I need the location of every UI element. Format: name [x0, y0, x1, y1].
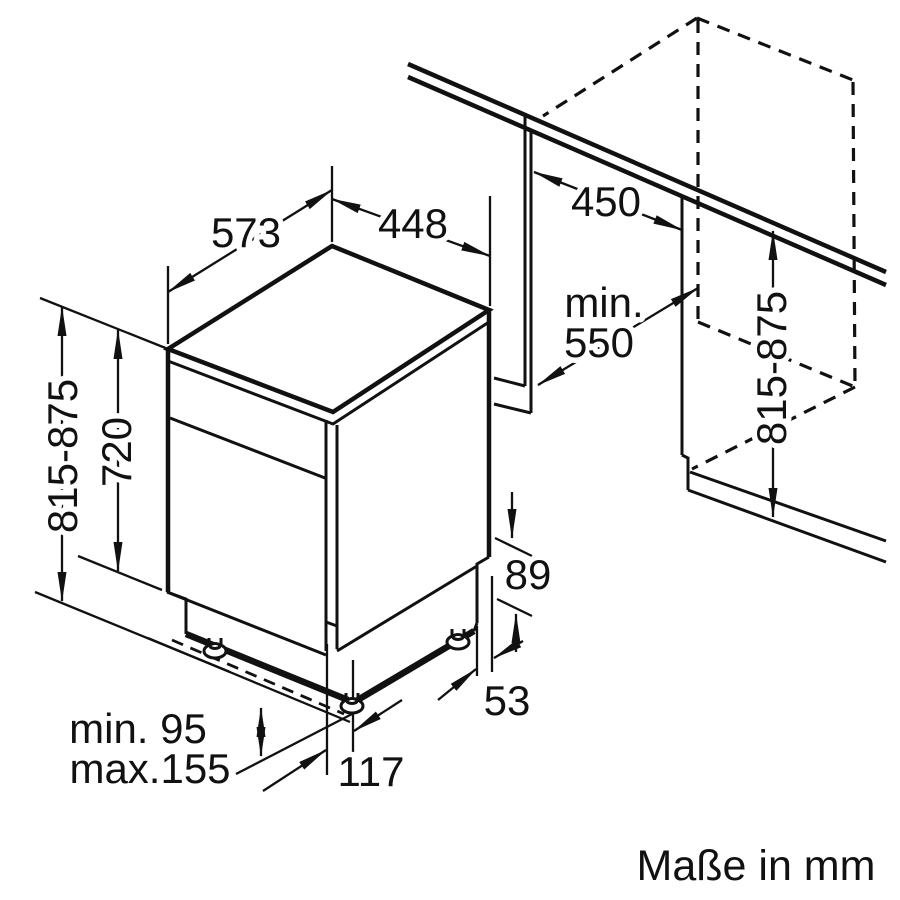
dim-label-plinth-max: max.155	[69, 745, 230, 792]
dim-label-base-recess-depth: 53	[484, 677, 531, 724]
dishwasher-outline	[162, 243, 494, 657]
dim-label-plinth-min: min. 95	[69, 705, 207, 752]
dim-label-niche-depth-value: 550	[564, 319, 634, 366]
dim-label-width: 448	[378, 200, 448, 247]
dim-label-niche-depth-min: min.	[564, 279, 643, 326]
dim-label-appliance-height: 720	[93, 417, 140, 487]
dim-label-niche-height-right: 815-875	[748, 291, 795, 445]
left-side-panel	[493, 115, 533, 415]
dimension-lines	[57, 170, 778, 792]
dim-label-niche-width: 450	[571, 178, 641, 225]
dim-label-foot-to-front: 117	[338, 748, 405, 795]
dim-label-base-recess-height: 89	[505, 551, 552, 598]
dim-label-niche-height-left: 815-875	[39, 379, 86, 533]
units-note: Maße in mm	[637, 842, 876, 890]
dim-label-depth: 573	[211, 209, 281, 256]
niche-dashed-box	[542, 16, 857, 471]
adjustable-feet	[202, 629, 471, 715]
